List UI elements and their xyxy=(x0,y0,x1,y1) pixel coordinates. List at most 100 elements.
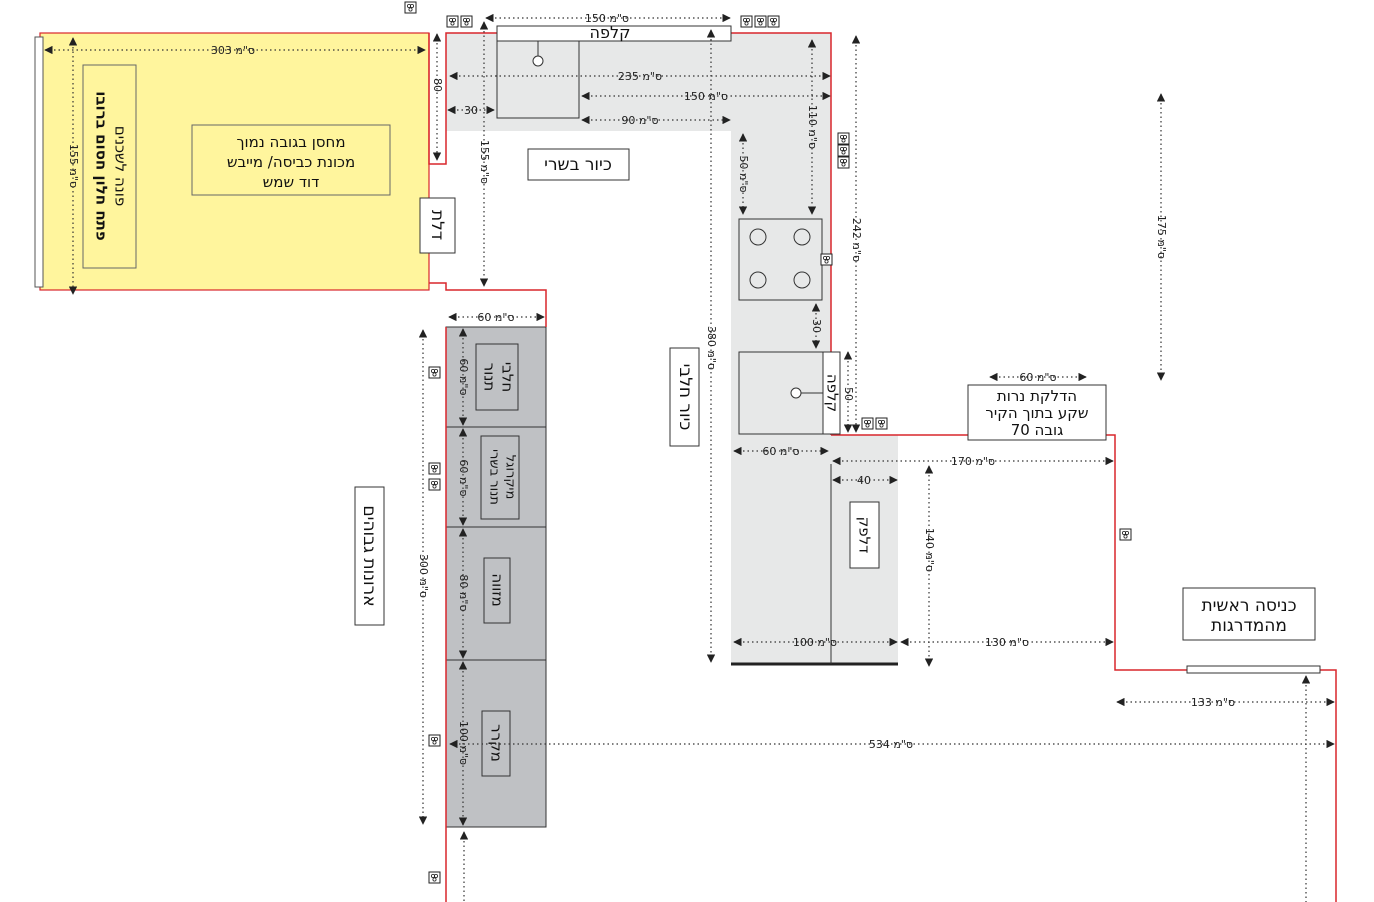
kalpa-top xyxy=(496,25,732,42)
dairy-oven-box xyxy=(475,343,519,411)
burner-icon xyxy=(749,271,767,289)
counter-right xyxy=(731,131,831,664)
dim-80-door: 80 xyxy=(431,78,444,92)
dalpak-box xyxy=(849,501,880,569)
entrance-line2: מהמדרגות xyxy=(1211,616,1287,636)
drain-icon xyxy=(790,387,802,399)
drain-icon xyxy=(532,55,544,67)
dim-150-top: 150 ס"מ xyxy=(585,12,629,25)
dairy-oven-line1: תנור xyxy=(481,363,499,391)
meat-sink-box xyxy=(527,148,630,181)
dim-60-oven1: 60 ס"מ xyxy=(457,358,470,395)
dim-60-oven2: 60 ס"מ xyxy=(457,459,470,496)
dim-303: 303 ס"מ xyxy=(211,44,255,57)
dim-175: 175 ס"מ xyxy=(1155,215,1168,259)
outlet-icon xyxy=(837,132,850,145)
dim-235: 235 ס"מ xyxy=(618,70,662,83)
dalpak-label: דלפק xyxy=(856,517,874,554)
dim-110: 110 ס"מ xyxy=(806,105,819,149)
candle-box xyxy=(967,384,1107,441)
outlet-icon xyxy=(820,253,833,266)
outlet-icon xyxy=(404,1,417,14)
dim-30-left: 30 xyxy=(464,104,478,117)
outlet-icon xyxy=(767,15,780,28)
window-label-line1: פתח חלון חסום ברובו xyxy=(93,91,111,241)
outlet-icon xyxy=(1119,528,1132,541)
burner-icon xyxy=(793,228,811,246)
meat-oven-box xyxy=(480,435,520,520)
outlet-icon xyxy=(740,15,753,28)
dim-170: 170 ס"מ xyxy=(951,455,995,468)
outlet-icon xyxy=(861,417,874,430)
entrance-door xyxy=(1186,665,1321,674)
tall-cabinets-label: ארונות גבוהים xyxy=(359,505,379,606)
pantry-box xyxy=(483,557,511,624)
storage-line3: דוד שמש xyxy=(263,173,320,191)
window-label-box xyxy=(82,64,137,269)
outlet-icon xyxy=(428,871,441,884)
outlet-icon xyxy=(754,15,767,28)
burner-icon xyxy=(749,228,767,246)
counter-top xyxy=(446,33,831,131)
meat-sink-label: כיור בשרי xyxy=(544,155,612,175)
candle-line3: גובה 70 xyxy=(1011,421,1064,439)
wall xyxy=(429,282,547,327)
fridge-label: מקרר xyxy=(488,724,506,762)
kalpa-side-label: קלפה xyxy=(824,374,842,412)
dim-150-mid: 150 ס"מ xyxy=(684,90,728,103)
door-label: דלת xyxy=(427,210,447,240)
dim-140: 140 ס"מ xyxy=(923,528,936,572)
dim-60-counter: 60 ס"מ xyxy=(762,445,799,458)
dim-242: 242 ס"מ xyxy=(850,218,863,262)
dim-100-fridge: 100 ס"מ xyxy=(457,721,470,765)
dim-50-vert: 50 ס"מ xyxy=(737,155,750,192)
dairy-sink-label: כיור חלבי xyxy=(675,364,695,431)
door-label-box xyxy=(419,197,456,254)
wall xyxy=(1320,669,1337,902)
outlet-icon xyxy=(446,15,459,28)
dairy-oven-line2: חלבי xyxy=(499,362,517,392)
dim-380: 380 ס"מ xyxy=(705,326,718,370)
meat-oven-line1: תנור בשרי xyxy=(487,449,502,505)
dim-130: 130 ס"מ xyxy=(985,636,1029,649)
meat-oven-line2: מיקרוגל xyxy=(503,455,518,500)
tall-cabinets-box xyxy=(354,486,385,626)
kalpa-side xyxy=(822,351,841,435)
candle-line1: הדלקת נרות xyxy=(997,387,1077,405)
window-label-line2: פונה לשכנים xyxy=(112,126,130,206)
outlet-icon xyxy=(837,144,850,157)
storage-line2: מכונת כביסה/ מייבש xyxy=(227,153,355,171)
dim-300: 300 ס"מ xyxy=(417,554,430,598)
outlet-icon xyxy=(428,734,441,747)
dim-60-tall: 60 ס"מ xyxy=(477,311,514,324)
burner-icon xyxy=(793,271,811,289)
dim-50-side: 50 xyxy=(842,387,855,401)
outlet-icon xyxy=(428,366,441,379)
dim-534: 534 ס"מ xyxy=(869,738,913,751)
outlet-icon xyxy=(837,156,850,169)
dim-90: 90 ס"מ xyxy=(621,114,658,127)
outlet-icon xyxy=(428,462,441,475)
dim-60-candle: 60 ס"מ xyxy=(1019,371,1056,384)
dim-155-left: 155 ס"מ xyxy=(67,144,80,188)
kalpa-top-label: קלפה xyxy=(590,23,631,42)
storage-title: מחסן בגובה נמוך xyxy=(236,133,345,151)
dim-155-vert: 155 ס"מ xyxy=(478,140,491,184)
pantry-label: מזווה xyxy=(489,573,507,606)
storage-label-box xyxy=(191,124,391,196)
outlet-icon xyxy=(875,417,888,430)
dim-80-pantry: 80 ס"מ xyxy=(457,574,470,611)
dairy-sink-box xyxy=(669,347,700,447)
dim-40: 40 xyxy=(857,474,871,487)
entrance-line1: כניסה ראשית xyxy=(1201,596,1296,616)
dim-133: 133 ס"מ xyxy=(1191,696,1235,709)
outlet-icon xyxy=(428,478,441,491)
entrance-box xyxy=(1182,587,1316,641)
wall xyxy=(428,32,832,435)
dim-100-h: 100 ס"מ xyxy=(793,636,837,649)
outlet-icon xyxy=(460,15,473,28)
dim-30-vert: 30 xyxy=(810,319,823,333)
dimension-lines xyxy=(44,13,1335,902)
candle-line2: שקע בתוך הקיר xyxy=(985,404,1088,422)
